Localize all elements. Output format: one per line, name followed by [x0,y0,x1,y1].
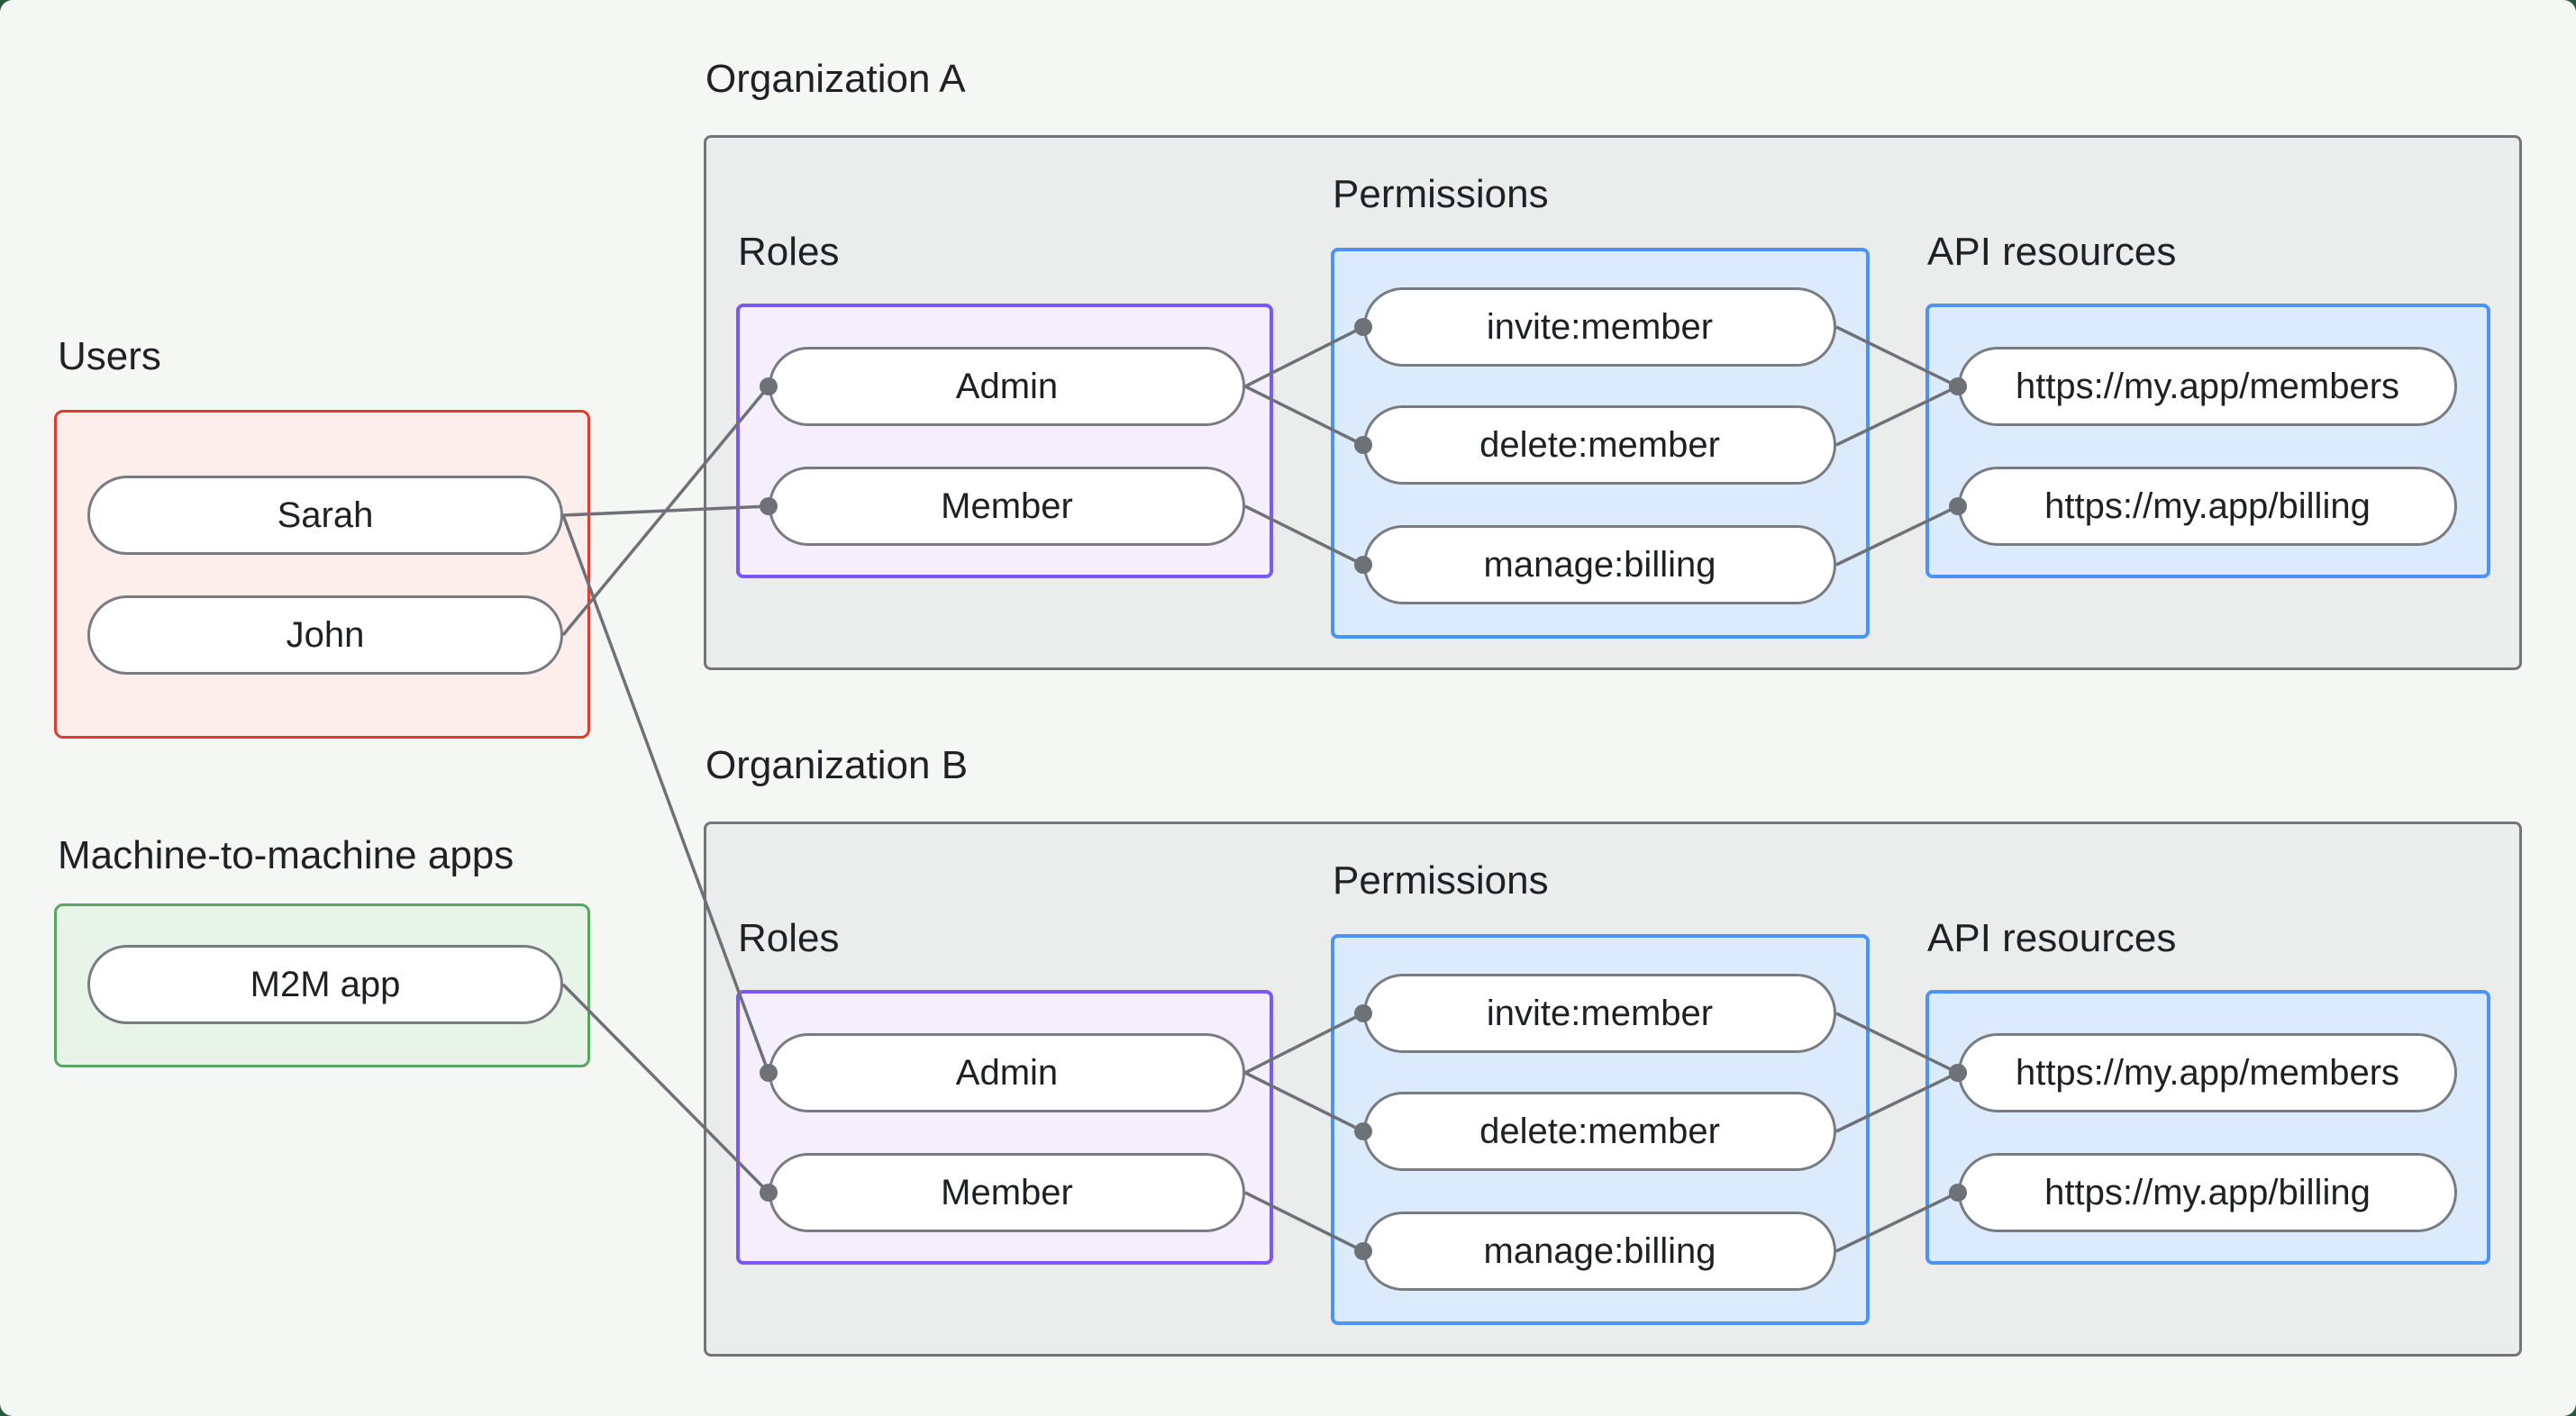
permission-node-delete-member-org-b-label: delete:member [1479,1111,1720,1151]
users-group-label: Users [58,334,161,378]
user-node-john: John [87,595,563,675]
user-node-sarah: Sarah [87,476,563,555]
permission-node-manage-billing-org-b: manage:billing [1363,1212,1836,1291]
permission-node-invite-member-org-a-label: invite:member [1486,306,1714,347]
role-node-member-org-a-label: Member [941,486,1073,526]
org-a-label: Organization A [705,57,966,101]
user-node-john-label: John [286,614,365,655]
permission-node-delete-member-org-a-label: delete:member [1479,424,1720,465]
role-node-member-org-b-label: Member [941,1172,1073,1212]
m2m-app-node-label: M2M app [250,964,401,1004]
api-resource-node-billing-org-a-label: https://my.app/billing [2044,486,2371,526]
role-node-admin-org-b: Admin [769,1033,1245,1112]
org-b-roles-label: Roles [738,916,840,960]
permission-node-manage-billing-org-b-label: manage:billing [1483,1230,1716,1271]
org-b-permissions-label: Permissions [1333,858,1549,903]
role-node-member-org-b: Member [769,1153,1245,1232]
api-resource-node-members-org-b: https://my.app/members [1958,1033,2457,1112]
org-b-api-resources-label: API resources [1927,916,2177,960]
api-resource-node-members-org-b-label: https://my.app/members [2015,1052,2400,1093]
permission-node-manage-billing-org-a: manage:billing [1363,525,1836,604]
m2m-app-node: M2M app [87,945,563,1024]
org-a-api-resources-label: API resources [1927,230,2177,274]
role-node-admin-org-a-label: Admin [955,366,1059,406]
org-a-roles-label: Roles [738,230,840,274]
role-node-member-org-a: Member [769,467,1245,546]
permission-node-invite-member-org-b-label: invite:member [1486,993,1714,1033]
users-group-box [54,410,590,739]
org-a-permissions-label: Permissions [1333,172,1549,216]
permission-node-manage-billing-org-a-label: manage:billing [1483,544,1716,585]
permission-node-delete-member-org-b: delete:member [1363,1092,1836,1171]
permission-node-invite-member-org-a: invite:member [1363,287,1836,367]
api-resource-node-billing-org-b-label: https://my.app/billing [2044,1172,2371,1212]
api-resource-node-members-org-a: https://my.app/members [1958,347,2457,426]
api-resource-node-members-org-a-label: https://my.app/members [2015,366,2400,406]
permission-node-delete-member-org-a: delete:member [1363,405,1836,485]
api-resource-node-billing-org-b: https://my.app/billing [1958,1153,2457,1232]
role-node-admin-org-a: Admin [769,347,1245,426]
api-resource-node-billing-org-a: https://my.app/billing [1958,467,2457,546]
m2m-group-label: Machine-to-machine apps [58,833,514,877]
org-b-label: Organization B [705,743,969,787]
permission-node-invite-member-org-b: invite:member [1363,974,1836,1053]
role-node-admin-org-b-label: Admin [955,1052,1059,1093]
user-node-sarah-label: Sarah [277,495,374,535]
